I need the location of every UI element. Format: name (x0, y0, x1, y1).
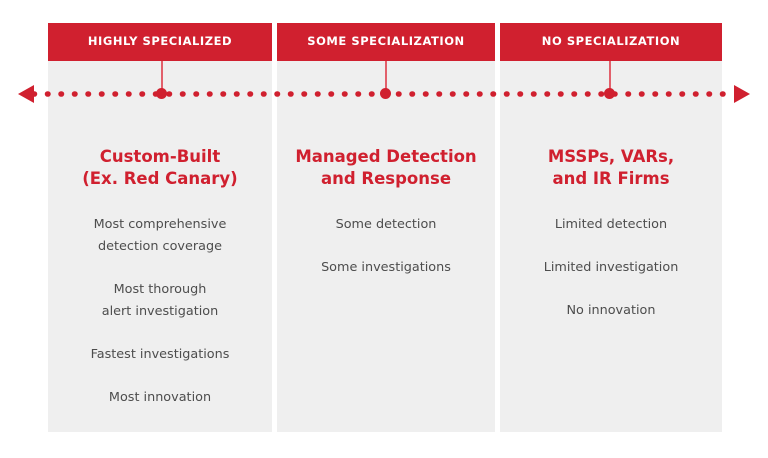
bullet-line: detection coverage (98, 238, 222, 254)
column-title-1: Custom-Built (Ex. Red Canary) (72, 146, 247, 190)
bullet-line: Most comprehensive (93, 216, 227, 232)
column-body-2: Managed Detection and Response Some dete… (277, 61, 495, 432)
axis-tick-dot-3 (604, 88, 615, 99)
column-header-label-1: HIGHLY SPECIALIZED (87, 34, 233, 49)
bullet-line: Fastest investigations (90, 346, 230, 362)
column-header-label-2: SOME SPECIALIZATION (307, 34, 465, 49)
bullet-line: alert investigation (101, 303, 219, 319)
bullet-line: No innovation (566, 302, 656, 318)
column-highly-specialized: HIGHLY SPECIALIZED Custom-Built (Ex. Red… (48, 23, 272, 432)
column-header-bar-2: SOME SPECIALIZATION (277, 23, 495, 61)
column-bullet: No innovation (558, 300, 663, 322)
bullet-line: Most innovation (108, 389, 212, 405)
column-header-label-3: NO SPECIALIZATION (541, 34, 681, 49)
axis-tick-stem-1 (161, 61, 163, 93)
column-title-line: and Response (320, 168, 452, 188)
column-no-specialization: NO SPECIALIZATION MSSPs, VARs, and IR Fi… (500, 23, 722, 432)
column-header-bar-3: NO SPECIALIZATION (500, 23, 722, 61)
bullet-line: Some investigations (321, 259, 451, 275)
column-bullet: Most comprehensive detection coverage (86, 214, 235, 258)
column-bullet: Most innovation (101, 387, 219, 409)
axis-tick-dot-2 (380, 88, 391, 99)
bullet-line: Limited detection (554, 216, 668, 232)
arrow-left-icon (18, 85, 34, 103)
bullet-line: Limited investigation (543, 259, 679, 275)
axis-tick-dot-1 (156, 88, 167, 99)
axis-tick-stem-3 (609, 61, 611, 93)
bullet-line: Some detection (335, 216, 437, 232)
column-bullet: Some investigations (313, 257, 459, 279)
column-body-1: Custom-Built (Ex. Red Canary) Most compr… (48, 61, 272, 432)
column-title-2: Managed Detection and Response (285, 146, 486, 190)
column-bullet: Some detection (328, 214, 445, 236)
column-body-3: MSSPs, VARs, and IR Firms Limited detect… (500, 61, 722, 432)
column-title-3: MSSPs, VARs, and IR Firms (538, 146, 684, 190)
column-title-line: Managed Detection (295, 147, 477, 166)
column-header-bar-1: HIGHLY SPECIALIZED (48, 23, 272, 61)
column-bullet: Most thorough alert investigation (94, 279, 226, 323)
column-title-line: (Ex. Red Canary) (82, 168, 238, 188)
column-bullet: Limited investigation (536, 257, 687, 279)
column-title-line: Custom-Built (99, 147, 221, 166)
column-title-line: and IR Firms (552, 168, 670, 188)
column-title-line: MSSPs, VARs, (547, 147, 675, 166)
column-bullet: Limited detection (547, 214, 675, 236)
column-some-specialization: SOME SPECIALIZATION Managed Detection an… (277, 23, 495, 432)
column-bullet: Fastest investigations (83, 344, 238, 366)
axis-tick-stem-2 (385, 61, 387, 93)
bullet-line: Most thorough (113, 281, 207, 297)
arrow-right-icon (734, 85, 750, 103)
